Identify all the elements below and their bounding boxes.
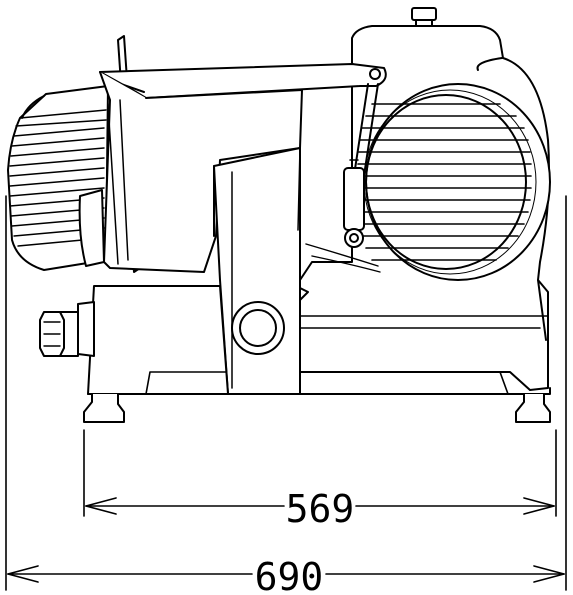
guard-ribs <box>9 127 105 247</box>
base <box>83 285 551 423</box>
central-column <box>213 147 309 395</box>
top-knob <box>411 7 437 21</box>
blade-ribs <box>357 103 532 261</box>
arrow-569-left <box>85 497 117 515</box>
dimension-690 <box>5 195 567 591</box>
blade <box>357 83 551 281</box>
side-knob <box>39 301 95 357</box>
dimension-label-569: 569 <box>286 487 355 531</box>
spring-cylinder <box>343 167 365 231</box>
arrow-690-left <box>7 565 39 583</box>
foot-right <box>515 393 551 423</box>
arrow-569-right <box>523 497 555 515</box>
dimension-label-690: 690 <box>255 555 324 595</box>
pusher-arm <box>343 63 387 248</box>
blade-detail <box>305 243 381 273</box>
arrow-690-right <box>533 565 565 583</box>
dimension-569 <box>83 429 557 517</box>
foot-left <box>83 393 125 423</box>
